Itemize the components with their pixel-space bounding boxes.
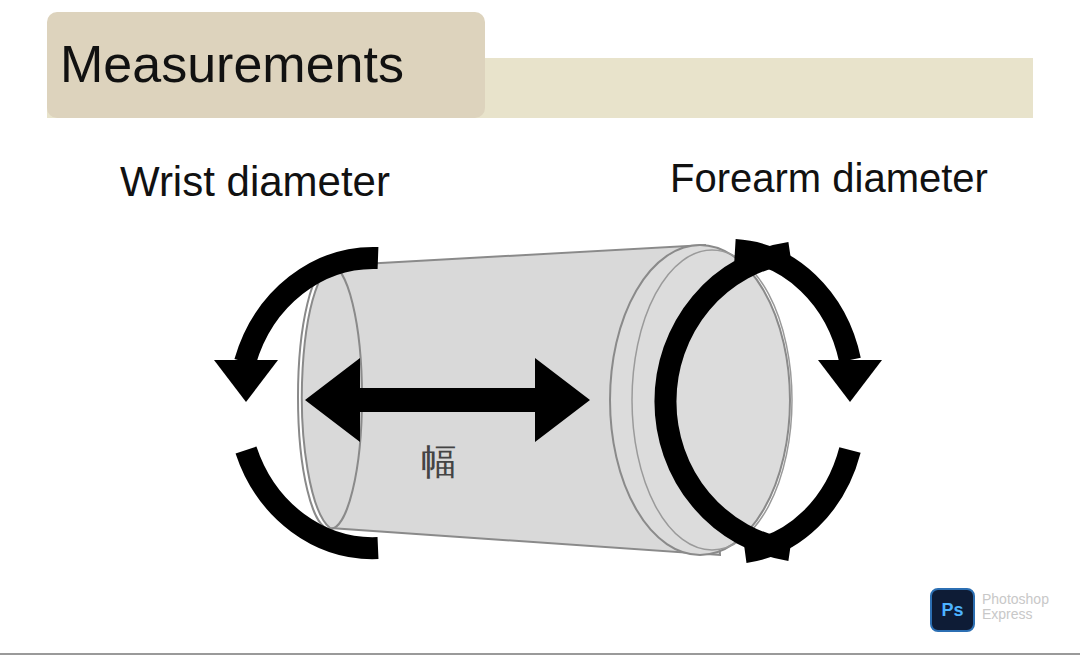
wrist-label: Wrist diameter — [120, 158, 390, 206]
icon-text: Ps — [941, 600, 963, 621]
title-box — [47, 12, 485, 118]
wrist-arrowhead — [214, 360, 278, 402]
forearm-rotation-arrow — [665, 250, 850, 552]
forearm-arrowhead — [818, 360, 882, 402]
forearm-face — [632, 250, 792, 550]
app-icon: Ps — [930, 588, 975, 632]
width-label: 幅 — [421, 438, 457, 487]
wrist-rotation-arrow — [245, 258, 378, 548]
forearm-label: Forearm diameter — [670, 156, 988, 201]
bottom-rule — [0, 653, 1080, 655]
title: Measurements — [60, 34, 404, 94]
watermark: Photoshop Express — [982, 592, 1060, 623]
forearm-end — [610, 245, 790, 555]
width-arrow — [305, 358, 590, 442]
